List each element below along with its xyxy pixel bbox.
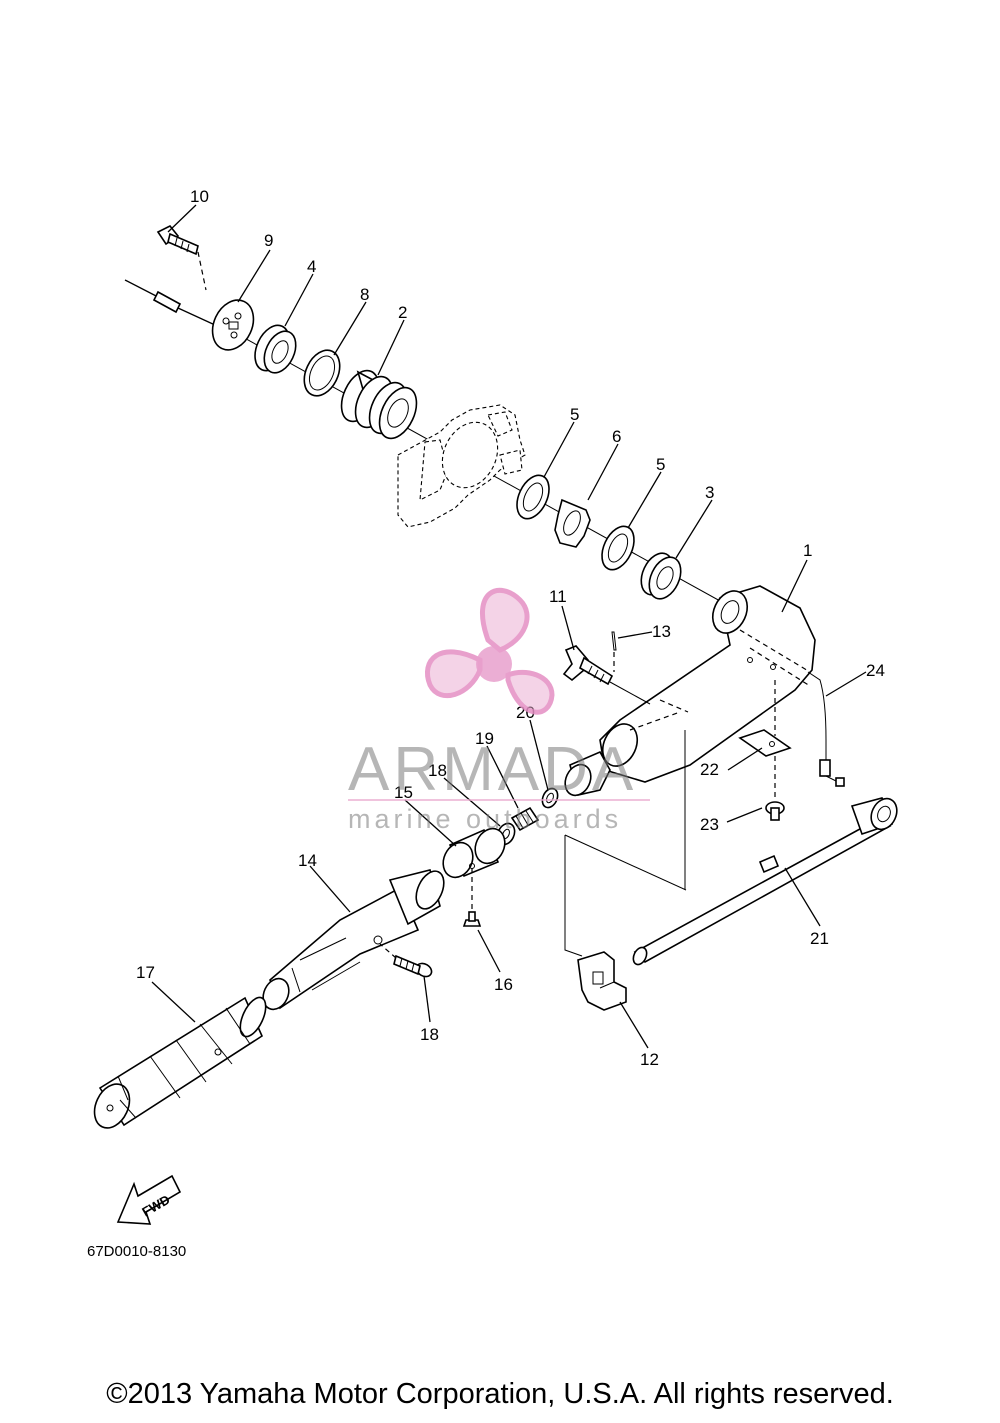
callout-15: 16 <box>494 975 513 994</box>
watermark-tagline: marine outboards <box>348 804 622 834</box>
part-washer-5a[interactable] <box>511 470 556 524</box>
part-throttle-grip-16[interactable] <box>88 994 271 1134</box>
callout-12: 13 <box>652 622 671 641</box>
part-plate-8[interactable] <box>205 293 261 356</box>
callout-5b: 5 <box>656 455 665 474</box>
callout-2: 2 <box>398 303 407 322</box>
part-friction-plate-6[interactable] <box>554 498 591 548</box>
part-collar-14[interactable] <box>438 824 511 882</box>
callout-13: 14 <box>298 851 317 870</box>
propeller-logo-icon <box>425 588 555 715</box>
part-washer-5b[interactable] <box>596 521 641 575</box>
part-wing-bolt-10[interactable] <box>562 645 651 705</box>
callout-18: 18 <box>428 761 447 780</box>
part-collar-20[interactable] <box>539 786 560 810</box>
guide-lines-11 <box>564 834 687 957</box>
part-lead-24[interactable] <box>807 671 845 787</box>
part-plate-22[interactable] <box>738 680 792 757</box>
callout-17: 18 <box>420 1025 439 1044</box>
part-screw-15[interactable] <box>462 868 482 927</box>
callout-1: 1 <box>803 541 812 560</box>
callout-6: 6 <box>612 427 621 446</box>
part-steering-bracket-1[interactable] <box>560 585 816 890</box>
callout-3: 3 <box>705 483 714 502</box>
part-spring-19[interactable] <box>510 806 540 832</box>
part-oring-7[interactable] <box>297 344 346 401</box>
fwd-direction-arrow: FWD <box>116 1174 182 1225</box>
part-bushing-4[interactable] <box>248 320 302 378</box>
part-bolt-9[interactable] <box>156 224 207 291</box>
callout-21: 21 <box>810 929 829 948</box>
part-bushing-3[interactable] <box>635 548 687 604</box>
callout-9: 10 <box>190 187 209 206</box>
callout-7: 8 <box>360 285 369 304</box>
part-cable-holder-11[interactable] <box>577 951 627 1011</box>
callout-23: 23 <box>700 815 719 834</box>
part-screw-23[interactable] <box>765 756 785 821</box>
callout-labels: 10 9 4 8 2 5 6 5 3 1 24 11 13 20 19 18 1… <box>136 187 885 1069</box>
copyright-notice: ©2013 Yamaha Motor Corporation, U.S.A. A… <box>106 1378 894 1410</box>
bottom-cowling-bracket <box>397 404 526 528</box>
leader-lines <box>151 204 867 1049</box>
part-cotter-pin-12[interactable] <box>611 631 617 672</box>
part-shift-rod-21[interactable] <box>631 794 902 966</box>
watermark-brand: ARMADA <box>348 735 637 804</box>
armada-watermark: ARMADA marine outboards <box>348 588 650 834</box>
callout-8: 9 <box>264 231 273 250</box>
callout-16: 17 <box>136 963 155 982</box>
callout-24: 24 <box>866 661 885 680</box>
callout-10: 11 <box>549 587 567 606</box>
callout-4: 4 <box>307 257 316 276</box>
part-screw-17[interactable] <box>379 943 434 979</box>
callout-19: 19 <box>475 729 494 748</box>
part-throttle-shaft-13[interactable] <box>258 867 449 1014</box>
callout-11: 12 <box>640 1050 659 1069</box>
callout-14: 15 <box>394 783 413 802</box>
part-friction-adjuster-2[interactable] <box>334 365 424 444</box>
diagram-code: 67D0010-8130 <box>87 1243 186 1260</box>
callout-5a: 5 <box>570 405 579 424</box>
callout-22: 22 <box>700 760 719 779</box>
